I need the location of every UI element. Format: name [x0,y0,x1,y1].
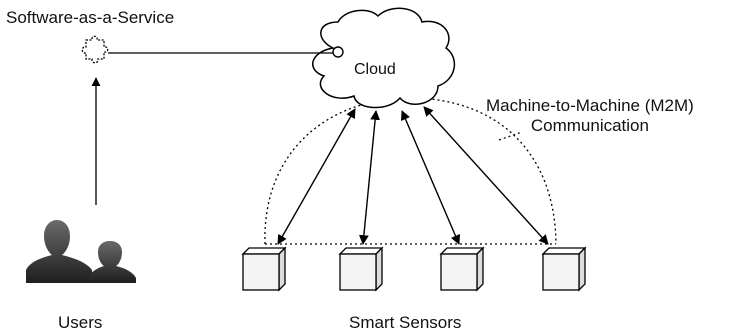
cloud-connection-dot [332,46,344,58]
m2m-arrows [277,106,549,245]
saas-label: Software-as-a-Service [6,8,175,27]
smart-sensors-label: Smart Sensors [349,313,462,332]
sensor-2 [338,246,384,292]
cloud-label: Cloud [354,61,396,78]
m2m-arrow-4 [423,106,549,245]
users-label: Users [58,313,103,332]
m2m-arrow-2 [358,110,381,245]
cube-sensor-icon [241,246,587,292]
sensor-4 [541,246,587,292]
m2m-label: Machine-to-Machine (M2M) Communication [486,96,694,136]
m2m-label-line1: Machine-to-Machine (M2M) [486,96,694,115]
m2m-arrow-3 [400,110,461,245]
m2m-label-line2: Communication [530,116,649,135]
puzzle-piece-icon [81,35,109,64]
sensor-3 [439,246,485,292]
users-silhouette-icon [26,220,136,283]
cloud-icon [312,7,456,109]
sensor-1 [241,246,287,292]
m2m-arrow-1 [277,108,356,245]
